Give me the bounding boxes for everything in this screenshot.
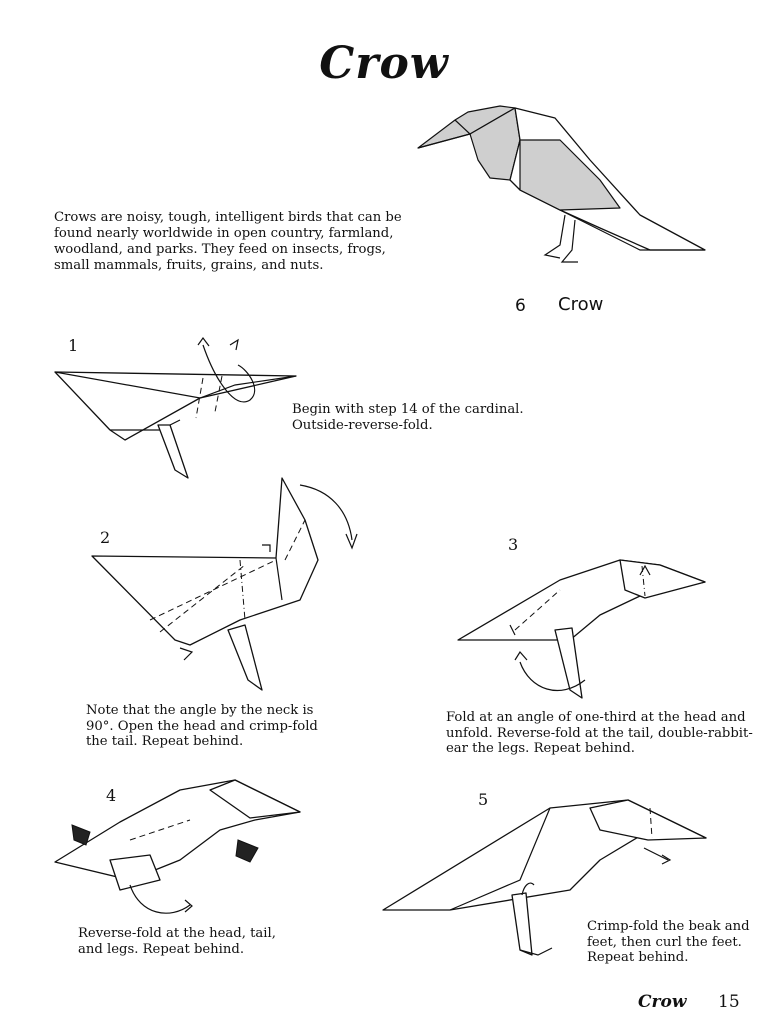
step-5-caption: Crimp-fold the beak and feet, then curl … bbox=[587, 919, 767, 966]
footer-title: Crow bbox=[638, 992, 686, 1012]
page-number: 15 bbox=[718, 992, 740, 1012]
